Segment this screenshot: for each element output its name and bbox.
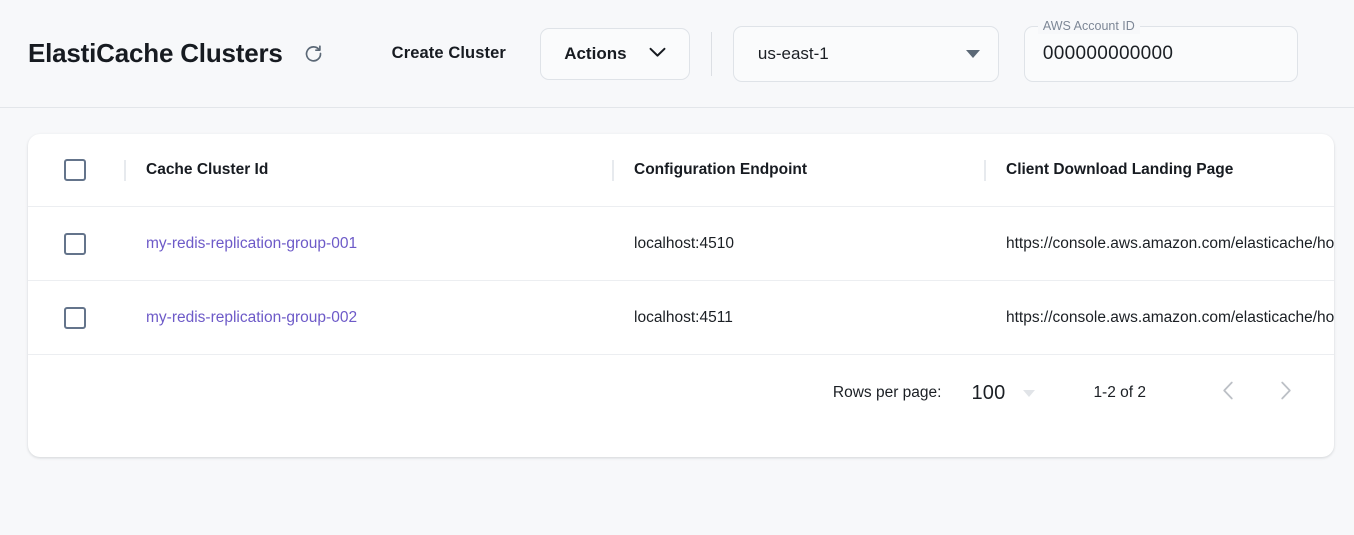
endpoint-value: localhost:4510 <box>634 235 734 252</box>
column-header-label: Configuration Endpoint <box>634 161 807 179</box>
chevron-left-icon <box>1222 381 1234 405</box>
refresh-icon[interactable] <box>299 39 329 69</box>
next-page-button[interactable] <box>1266 373 1306 413</box>
column-separator <box>984 160 986 181</box>
create-cluster-button[interactable]: Create Cluster <box>392 44 506 63</box>
region-select-value: us-east-1 <box>758 44 966 64</box>
rows-per-page-select[interactable]: 100 <box>971 382 1035 405</box>
column-separator <box>124 160 126 181</box>
clusters-table: Cache Cluster Id Configuration Endpoint … <box>28 134 1334 355</box>
actions-button-label: Actions <box>564 44 626 64</box>
column-separator <box>612 160 614 181</box>
column-header-configuration-endpoint[interactable]: Configuration Endpoint <box>612 134 984 207</box>
table-body: my-redis-replication-group-001 localhost… <box>28 207 1334 355</box>
cell-configuration-endpoint: localhost:4511 <box>612 281 984 355</box>
row-select-cell <box>28 281 124 355</box>
chevron-down-icon <box>649 45 666 63</box>
table-row[interactable]: my-redis-replication-group-001 localhost… <box>28 207 1334 281</box>
pagination-range-label: 1-2 of 2 <box>1093 384 1146 402</box>
cell-client-download-landing-page: https://console.aws.amazon.com/elasticac… <box>984 281 1334 355</box>
actions-button[interactable]: Actions <box>540 28 690 80</box>
header-divider <box>711 32 712 76</box>
chevron-right-icon <box>1280 381 1292 405</box>
table-pagination: Rows per page: 100 1-2 of 2 <box>28 355 1334 431</box>
select-all-checkbox[interactable] <box>64 159 86 181</box>
table-header: Cache Cluster Id Configuration Endpoint … <box>28 134 1334 207</box>
column-header-label: Client Download Landing Page <box>1006 161 1233 179</box>
cell-client-download-landing-page: https://console.aws.amazon.com/elasticac… <box>984 207 1334 281</box>
rows-per-page-value: 100 <box>971 382 1005 405</box>
cell-cache-cluster-id: my-redis-replication-group-001 <box>124 207 612 281</box>
rows-per-page-label: Rows per page: <box>833 384 942 402</box>
aws-account-id-value: 000000000000 <box>1043 26 1173 82</box>
table-row[interactable]: my-redis-replication-group-002 localhost… <box>28 281 1334 355</box>
column-header-cache-cluster-id[interactable]: Cache Cluster Id <box>124 134 612 207</box>
caret-down-icon <box>966 50 980 58</box>
row-select-cell <box>28 207 124 281</box>
caret-down-icon <box>1023 390 1035 397</box>
client-download-url: https://console.aws.amazon.com/elasticac… <box>1006 235 1334 253</box>
cell-configuration-endpoint: localhost:4510 <box>612 207 984 281</box>
row-select-checkbox[interactable] <box>64 233 86 255</box>
cluster-id-link[interactable]: my-redis-replication-group-002 <box>146 309 357 326</box>
previous-page-button[interactable] <box>1208 373 1248 413</box>
header-toolbar: ElastiCache Clusters Create Cluster Acti… <box>0 0 1354 107</box>
aws-account-id-field[interactable]: AWS Account ID 000000000000 <box>1024 26 1298 82</box>
select-all-header <box>28 134 124 207</box>
row-select-checkbox[interactable] <box>64 307 86 329</box>
cluster-id-link[interactable]: my-redis-replication-group-001 <box>146 235 357 252</box>
column-header-client-download-landing-page[interactable]: Client Download Landing Page <box>984 134 1334 207</box>
column-header-label: Cache Cluster Id <box>146 161 268 179</box>
app-header: ElastiCache Clusters Create Cluster Acti… <box>0 0 1354 108</box>
cell-cache-cluster-id: my-redis-replication-group-002 <box>124 281 612 355</box>
clusters-table-card: Cache Cluster Id Configuration Endpoint … <box>28 134 1334 457</box>
client-download-url: https://console.aws.amazon.com/elasticac… <box>1006 309 1334 327</box>
endpoint-value: localhost:4511 <box>634 309 733 326</box>
page-title: ElastiCache Clusters <box>28 38 283 69</box>
table-header-row: Cache Cluster Id Configuration Endpoint … <box>28 134 1334 207</box>
region-select[interactable]: us-east-1 <box>733 26 999 82</box>
